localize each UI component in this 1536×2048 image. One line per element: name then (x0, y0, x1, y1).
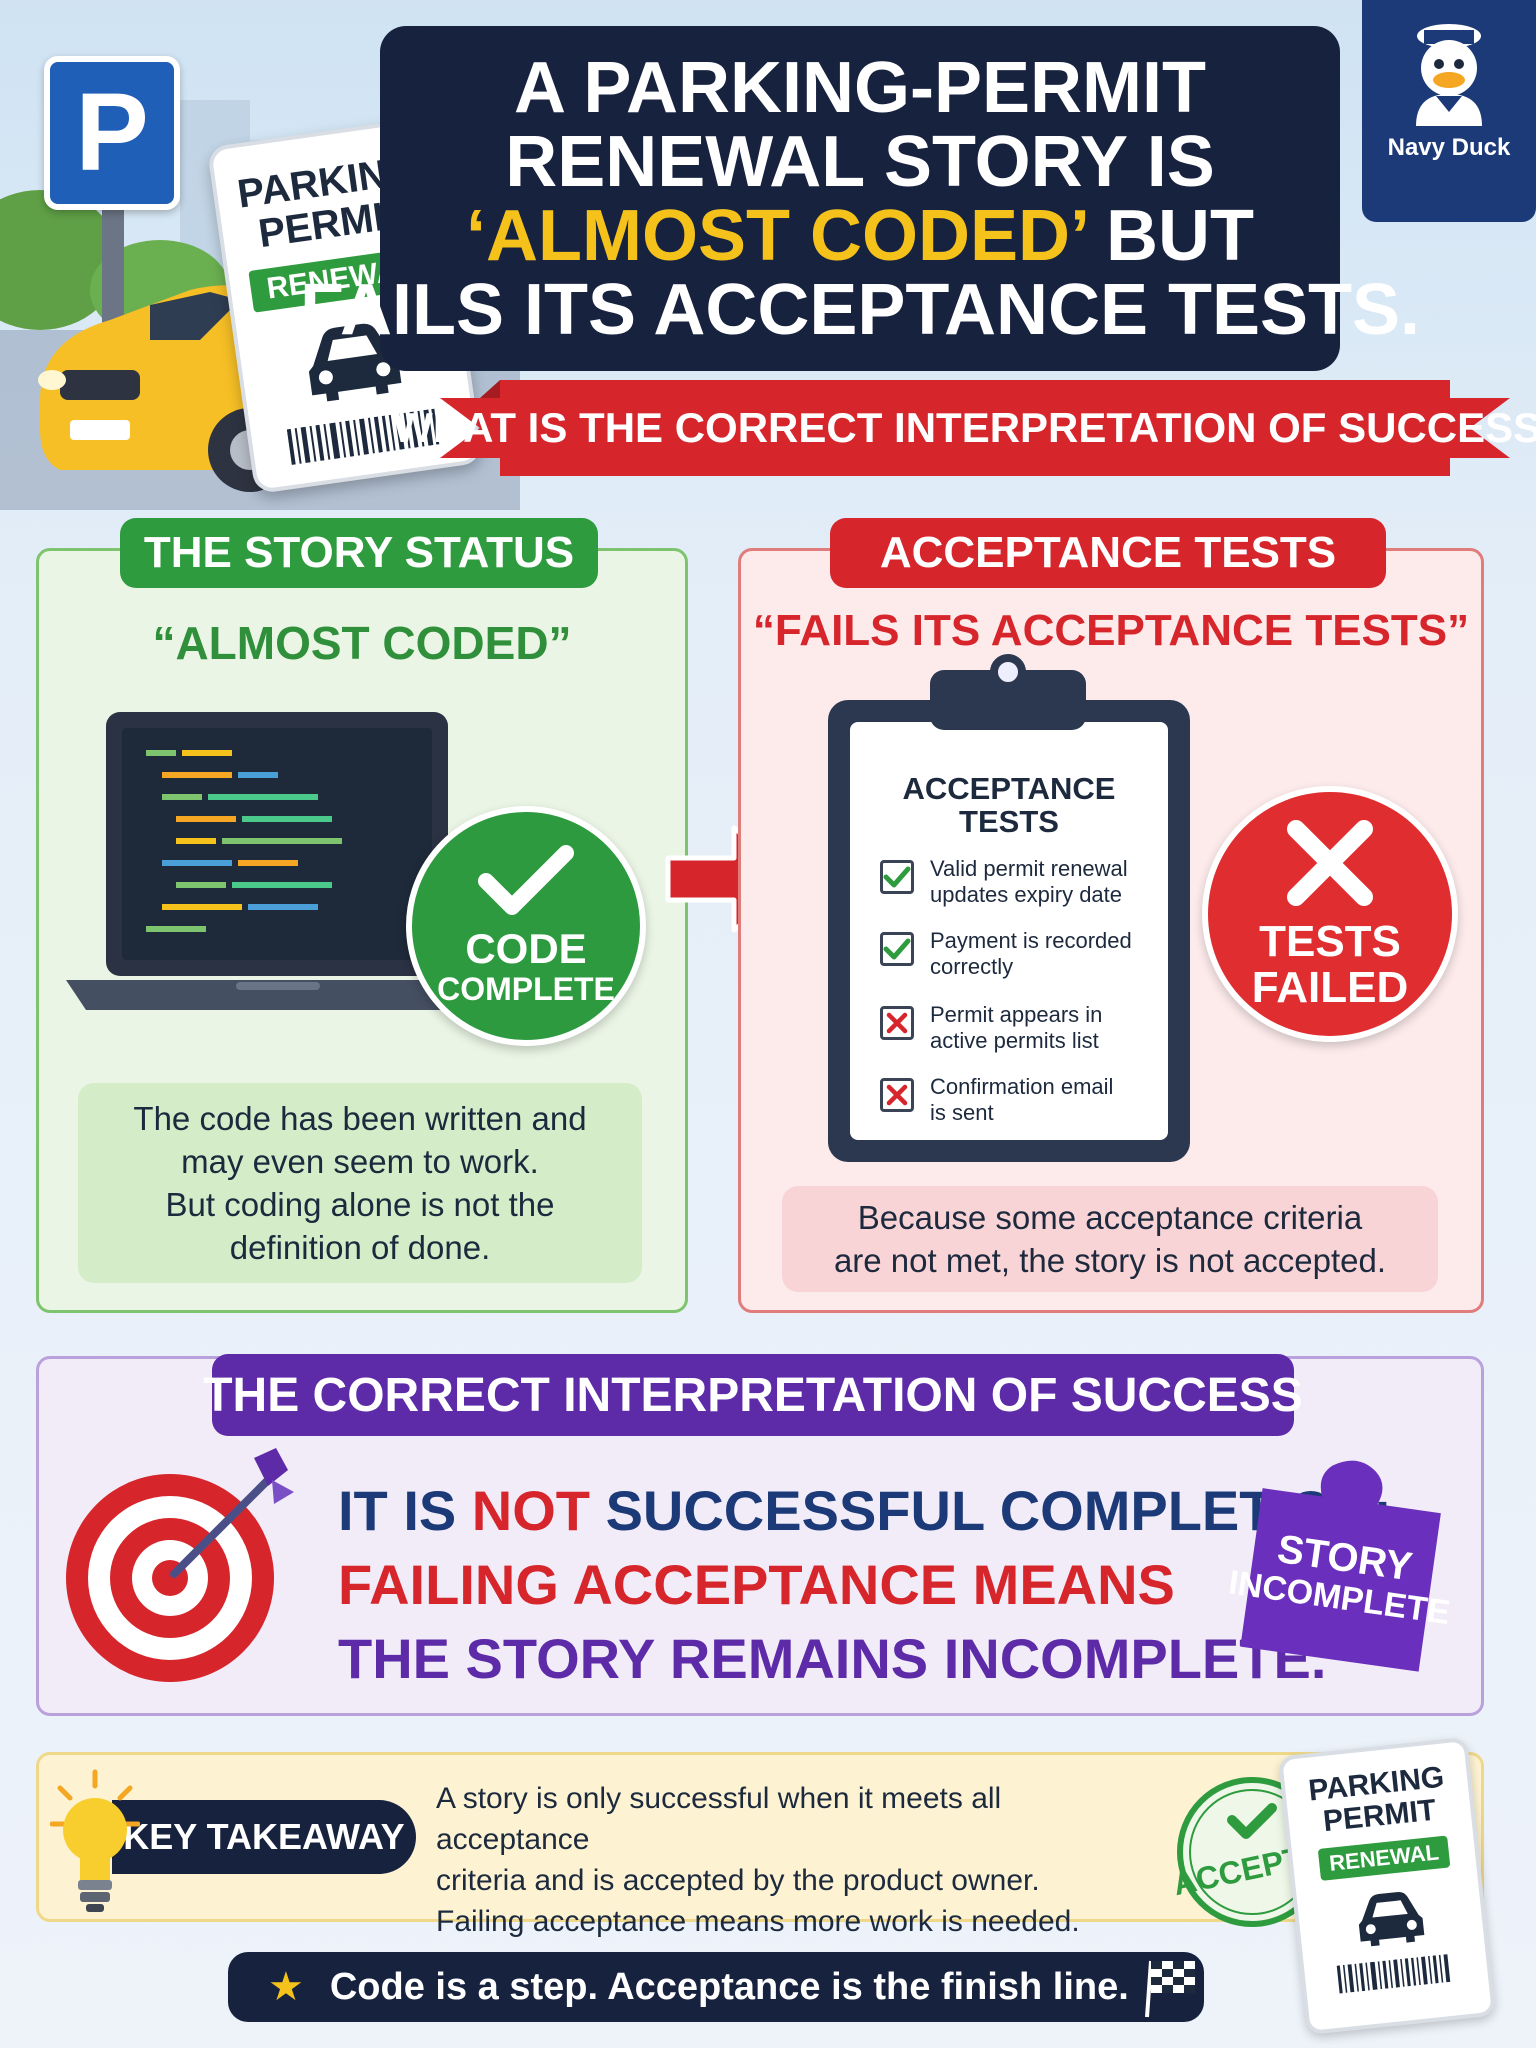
takeaway-line: Failing acceptance means more work is ne… (436, 1905, 1080, 1938)
clipboard-title-line2: TESTS (959, 804, 1059, 839)
title-line-3: ‘ALMOST CODED’ BUT (466, 199, 1254, 273)
footer-bar: ★ Code is a step. Acceptance is the fini… (228, 1952, 1204, 2022)
red-x-icon (886, 1084, 908, 1106)
mini-permit-card: PARKING PERMIT RENEWAL (1277, 1736, 1497, 2036)
tests-note-line: Because some acceptance criteria (857, 1199, 1363, 1236)
clipboard-title-line1: ACCEPTANCE (902, 771, 1116, 806)
parking-sign-letter: P (75, 71, 149, 194)
tests-note-line: are not met, the story is not accepted. (833, 1242, 1387, 1279)
test-checkbox (880, 860, 914, 894)
status-note-line: The code has been written and (133, 1100, 587, 1137)
takeaway-line: criteria and is accepted by the product … (436, 1864, 1040, 1897)
barcode-icon (286, 408, 440, 465)
key-takeaway-label: KEY TAKEAWAY (112, 1800, 416, 1874)
story-status-header: THE STORY STATUS (120, 518, 598, 588)
brand-name: Navy Duck (1387, 134, 1511, 161)
car-icon (308, 323, 402, 402)
parking-sign: P (44, 56, 180, 210)
clipboard-ring (990, 654, 1026, 690)
barcode-icon (1336, 1954, 1451, 1994)
test-label-line1: Payment is recorded (930, 928, 1132, 953)
x-icon (1287, 820, 1373, 906)
success-interpretation-header: THE CORRECT INTERPRETATION OF SUCCESS (203, 1354, 1303, 1436)
green-check-icon (883, 938, 911, 960)
puzzle-icon (1240, 1460, 1441, 1672)
question-text: WHAT IS THE CORRECT INTERPRETATION OF SU… (393, 404, 1536, 451)
test-label-line2: updates expiry date (930, 882, 1123, 907)
footer-text: Code is a step. Acceptance is the finish… (329, 1965, 1129, 2008)
status-note-line: But coding alone is not the (165, 1186, 555, 1223)
acceptance-tests-note: Because some acceptance criteria are not… (782, 1186, 1438, 1292)
story-status-note: The code has been written and may even s… (78, 1083, 642, 1283)
brand-logo: Navy Duck (1362, 0, 1536, 222)
lightbulb-icon (50, 1769, 140, 1912)
target-icon (66, 1448, 294, 1682)
fail-badge-line2: FAILED (1251, 963, 1409, 1012)
code-badge-line2: COMPLETE (437, 971, 615, 1007)
test-label-line1: Permit appears in (930, 1002, 1103, 1027)
test-checkbox (880, 1006, 914, 1040)
title-line-1: A PARKING-PERMIT (514, 47, 1206, 128)
story-status-quote: “ALMOST CODED” (152, 617, 572, 669)
story-incomplete-puzzle-piece: STORY INCOMPLETE (1212, 1440, 1472, 1690)
code-badge-line1: CODE (465, 925, 587, 972)
question-banner: WHAT IS THE CORRECT INTERPRETATION OF SU… (393, 380, 1536, 476)
car-icon (1358, 1892, 1425, 1947)
success-line1-negation: NOT (471, 1479, 591, 1542)
key-takeaway-text: A story is only successful when it meets… (436, 1778, 1156, 1942)
fail-badge-line1: TESTS (1259, 917, 1401, 966)
acceptance-tests-header: ACCEPTANCE TESTS (830, 518, 1386, 588)
ribbon-shape (440, 380, 1510, 476)
code-complete-badge: CODE COMPLETE (406, 806, 646, 1046)
laptop-code-illustration (66, 712, 490, 1010)
test-label-line1: Confirmation email (930, 1074, 1114, 1099)
title-line-2: RENEWAL STORY IS (505, 121, 1215, 202)
test-label-line2: is sent (930, 1100, 994, 1125)
clipboard-title: ACCEPTANCE TESTS (850, 772, 1168, 838)
test-label-line2: correctly (930, 954, 1014, 979)
acceptance-tests-quote: “FAILS ITS ACCEPTANCE TESTS” (752, 606, 1470, 655)
red-x-icon (886, 1012, 908, 1034)
test-label-line2: active permits list (930, 1028, 1099, 1053)
title-accent: ‘ALMOST CODED’ (466, 195, 1087, 276)
title-box: A PARKING-PERMIT RENEWAL STORY IS ‘ALMOS… (300, 26, 1420, 371)
mini-permit-tag: RENEWAL (1317, 1835, 1451, 1881)
status-note-line: may even seem to work. (181, 1143, 539, 1180)
title-line-3-rest: BUT (1086, 195, 1254, 276)
tests-failed-badge: TESTS FAILED (1202, 786, 1458, 1042)
test-label-line1: Valid permit renewal (930, 856, 1128, 881)
checkmark-icon (478, 845, 574, 915)
success-statement-line2: FAILING ACCEPTANCE MEANS (338, 1553, 1175, 1616)
takeaway-line: A story is only successful when it meets… (436, 1782, 1002, 1856)
permit-card: PARKING PERMIT RENEWAL (206, 115, 484, 495)
status-note-line: definition of done. (229, 1229, 491, 1266)
duck-mascot-icon (1416, 24, 1482, 126)
green-check-icon (883, 866, 911, 888)
success-statement-line3: THE STORY REMAINS INCOMPLETE. (338, 1627, 1327, 1690)
checkered-flag-icon (1144, 1960, 1195, 2018)
test-checkbox (880, 932, 914, 966)
star-icon: ★ (268, 1965, 304, 2009)
title-line-4: FAILS ITS ACCEPTANCE TESTS. (299, 269, 1421, 350)
test-checkbox (880, 1078, 914, 1112)
success-line1-a: IT IS (338, 1479, 472, 1542)
